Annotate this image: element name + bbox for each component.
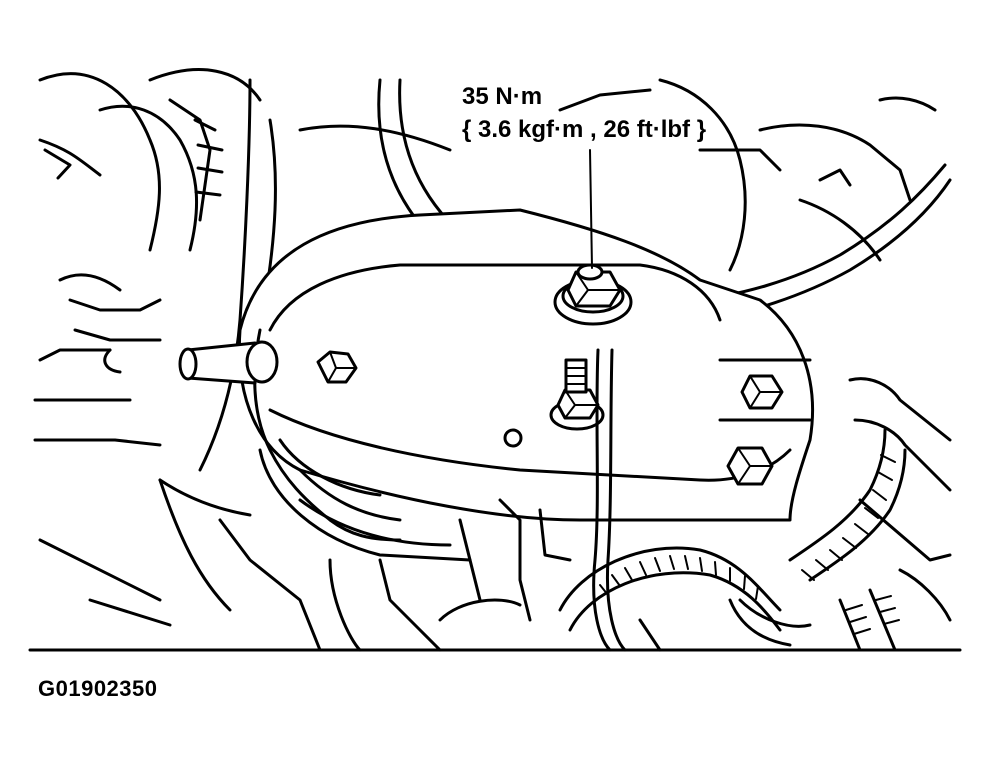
bolt-right-upper <box>740 374 784 410</box>
torque-value-alt-units: { 3.6 kgf·m , 26 ft·lbf } <box>462 116 707 143</box>
bolt-left <box>316 350 358 384</box>
callout-leader-line <box>589 149 593 269</box>
lower-details <box>28 478 962 652</box>
wiring-harness <box>558 377 952 652</box>
figure-id: G01902350 <box>38 676 158 701</box>
mount-bracket <box>237 208 815 542</box>
lower-insulator <box>258 448 572 652</box>
bolt-top-torqued <box>553 263 633 326</box>
vertical-cable <box>592 348 627 652</box>
mount-stud <box>178 340 279 385</box>
engine-block-left <box>33 68 277 627</box>
torque-callout: 35 N·m { 3.6 kgf·m , 26 ft·lbf } <box>462 80 706 146</box>
hoses-top <box>298 78 952 328</box>
bolt-right-lower <box>726 446 774 486</box>
torque-value-nm: 35 N·m <box>462 83 543 110</box>
